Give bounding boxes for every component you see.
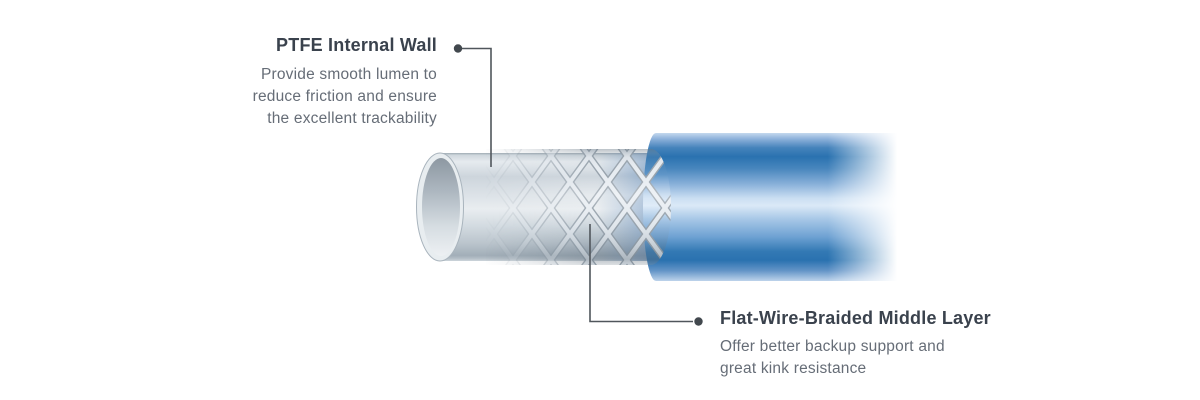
leader-line-ptfe [462,47,492,167]
leader-line-braid [589,224,693,323]
callout-braid-line-2: great kink resistance [720,360,867,377]
callout-dot-braid [694,317,703,326]
callout-ptfe-line-1: Provide smooth lumen to [260,66,437,83]
leader-lines [462,47,693,323]
callout-braid-description: Offer better backup support and great ki… [720,336,991,380]
callout-braid-title: Flat-Wire-Braided Middle Layer [720,308,991,328]
braid-layer [486,149,671,265]
outer-jacket-blue [643,133,902,281]
callout-ptfe-line-2: reduce friction and ensure [252,88,437,105]
callout-braid-line-1: Offer better backup support and [720,338,945,355]
callout-braid: Flat-Wire-Braided Middle Layer Offer bet… [720,309,991,380]
callout-ptfe: PTFE Internal Wall Provide smooth lumen … [0,36,437,130]
callout-dot-ptfe [453,44,463,53]
callout-ptfe-line-3: the excellent trackability [267,110,437,127]
callout-ptfe-description: Provide smooth lumen to reduce friction … [0,64,437,130]
callout-ptfe-title: PTFE Internal Wall [276,35,437,55]
